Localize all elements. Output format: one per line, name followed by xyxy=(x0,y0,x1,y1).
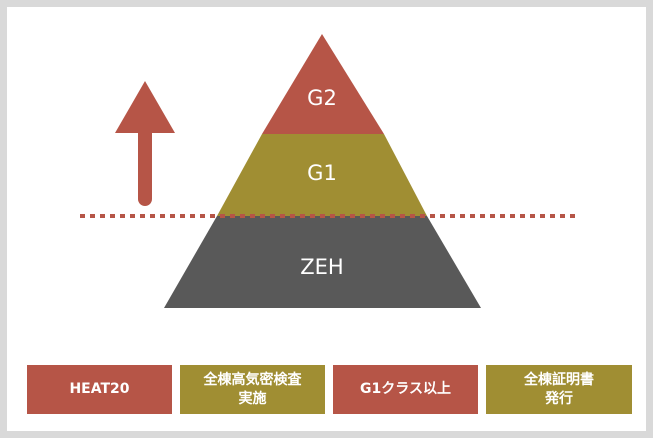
tier-label-zeh: ZEH xyxy=(300,255,343,279)
pyramid-tier-zeh xyxy=(164,216,481,308)
badge-g1-class: G1クラス以上 xyxy=(333,365,478,414)
badge-heat20-label: HEAT20 xyxy=(69,381,130,398)
up-arrow-icon xyxy=(115,81,175,206)
badge-heat20: HEAT20 xyxy=(27,365,172,414)
pyramid-tier-g2 xyxy=(262,34,384,134)
badge-g1-class-label: G1クラス以上 xyxy=(360,381,451,398)
tier-label-g1: G1 xyxy=(307,161,337,185)
pyramid-tier-g1 xyxy=(217,134,427,216)
badge-certificate-issue: 全棟証明書 発行 xyxy=(486,365,632,414)
badge-airtight-inspection-label: 全棟高気密検査 実施 xyxy=(203,372,302,407)
badge-certificate-issue-label: 全棟証明書 発行 xyxy=(524,372,594,407)
badge-airtight-inspection: 全棟高気密検査 実施 xyxy=(180,365,325,414)
tier-label-g2: G2 xyxy=(307,86,337,110)
